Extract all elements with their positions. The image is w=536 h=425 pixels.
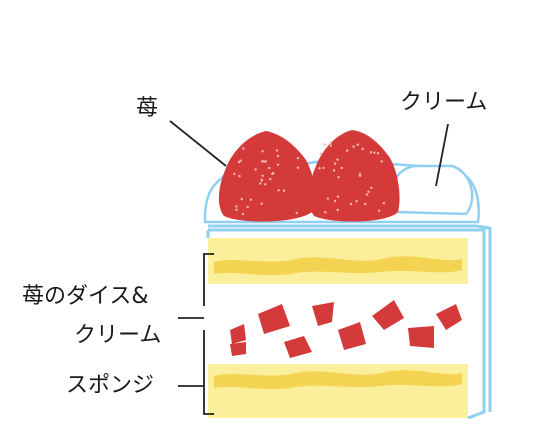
seed bbox=[268, 166, 271, 170]
seed bbox=[272, 171, 275, 175]
seed bbox=[296, 166, 300, 169]
seed bbox=[332, 169, 336, 172]
seed bbox=[380, 160, 383, 163]
seed bbox=[233, 172, 236, 176]
seed bbox=[356, 143, 359, 146]
seed bbox=[235, 208, 238, 211]
seed bbox=[361, 147, 364, 151]
seed bbox=[295, 211, 298, 215]
seed bbox=[370, 186, 373, 189]
cake-outline bbox=[206, 228, 486, 420]
seed bbox=[249, 198, 253, 201]
seed bbox=[369, 151, 373, 154]
label-sponge: スポンジ bbox=[66, 373, 155, 398]
diced-strawberries bbox=[230, 300, 462, 358]
seed bbox=[254, 168, 257, 171]
seed bbox=[336, 208, 339, 212]
seed bbox=[238, 174, 241, 178]
bracket-upper bbox=[203, 253, 214, 306]
dice-6 bbox=[284, 336, 312, 358]
seed bbox=[333, 162, 337, 165]
cake-outline-top bbox=[208, 224, 492, 412]
seed bbox=[336, 158, 339, 161]
seed bbox=[382, 202, 386, 205]
seed bbox=[326, 197, 329, 200]
seed bbox=[358, 174, 362, 177]
seed bbox=[337, 176, 340, 179]
dice-9 bbox=[230, 342, 246, 356]
seed bbox=[324, 211, 327, 214]
strawberry-left bbox=[218, 131, 315, 222]
sponge-crumb-bottom bbox=[214, 370, 462, 390]
seed bbox=[241, 212, 245, 216]
label-strawberry: 苺 bbox=[136, 96, 159, 121]
label-diced-line1: 苺のダイス& bbox=[22, 284, 149, 309]
seed bbox=[329, 144, 332, 147]
label-diced-line2: クリーム bbox=[74, 323, 162, 348]
seed bbox=[260, 178, 263, 181]
seed bbox=[377, 209, 381, 212]
seed bbox=[322, 166, 325, 170]
seed bbox=[346, 149, 349, 152]
seed bbox=[261, 150, 264, 153]
seed bbox=[358, 172, 362, 176]
seed bbox=[319, 152, 322, 155]
seed bbox=[336, 195, 340, 198]
seed bbox=[264, 183, 267, 186]
seed bbox=[261, 174, 264, 177]
strawberry-seeds bbox=[233, 141, 386, 216]
seed bbox=[349, 202, 353, 206]
dice-3 bbox=[372, 300, 404, 330]
dice-1 bbox=[258, 304, 290, 334]
seed bbox=[365, 193, 369, 196]
cream-layer bbox=[208, 284, 468, 364]
sponge-layer-bottom bbox=[208, 364, 468, 418]
seed bbox=[242, 147, 245, 150]
seed bbox=[262, 160, 266, 163]
seed bbox=[246, 205, 249, 209]
seed bbox=[240, 197, 243, 201]
seed bbox=[239, 159, 242, 162]
seed bbox=[367, 190, 370, 193]
seed bbox=[352, 145, 355, 148]
seed bbox=[282, 189, 286, 192]
bracket-lower bbox=[203, 330, 214, 415]
sponge-crumb-top bbox=[214, 256, 462, 276]
seed bbox=[333, 199, 337, 203]
dice-2 bbox=[312, 302, 334, 326]
cream-ball bbox=[389, 164, 474, 216]
seed bbox=[275, 149, 279, 152]
leader-lines bbox=[169, 120, 449, 415]
seed bbox=[373, 151, 376, 154]
strawberry-right bbox=[308, 130, 400, 222]
label-cream: クリーム bbox=[400, 90, 488, 115]
seed bbox=[276, 154, 280, 158]
seed bbox=[260, 202, 263, 205]
seed bbox=[269, 177, 272, 181]
seed bbox=[340, 166, 343, 170]
dice-4 bbox=[436, 304, 462, 330]
seed bbox=[259, 182, 262, 185]
dice-7 bbox=[338, 322, 366, 350]
leader-strawberry bbox=[169, 120, 227, 167]
leader-cream bbox=[435, 123, 449, 187]
seed bbox=[296, 157, 300, 160]
dice-8 bbox=[408, 326, 434, 348]
seed bbox=[376, 152, 380, 155]
seed bbox=[355, 200, 358, 203]
seed bbox=[323, 143, 326, 146]
dice-5 bbox=[230, 324, 246, 344]
seed bbox=[329, 141, 332, 145]
seed bbox=[264, 160, 268, 163]
seed bbox=[235, 205, 238, 208]
seed bbox=[364, 202, 367, 206]
seed bbox=[318, 167, 321, 170]
seed bbox=[276, 163, 280, 166]
seed bbox=[277, 189, 280, 192]
